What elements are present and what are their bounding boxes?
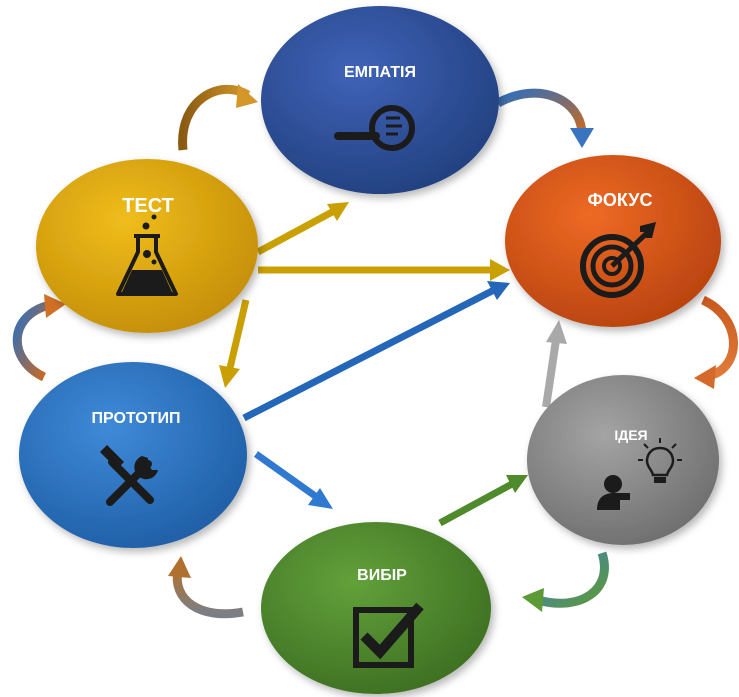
arrow-choice-to-idea: [438, 475, 528, 527]
node-idea-label: ІДЕЯ: [614, 427, 647, 443]
arrow-idea-to-focus: [542, 320, 567, 408]
arrow-test-to-prototype: [219, 299, 250, 388]
node-idea: ІДЕЯ: [527, 375, 719, 545]
curve-arrow-idea-to-choice: [522, 551, 609, 612]
checkbox-icon: [353, 602, 424, 668]
node-test: ТЕСТ: [36, 159, 258, 333]
node-empathy-label: ЕМПАТІЯ: [344, 64, 416, 81]
node-empathy: ЕМПАТІЯ: [261, 6, 499, 194]
arrow-prototype-to-focus: [242, 281, 510, 422]
node-test-label: ТЕСТ: [122, 195, 174, 217]
target-icon: [580, 222, 656, 298]
magnifier-icon: [334, 105, 415, 151]
node-choice-label: ВИБІР: [357, 567, 407, 584]
tools-icon: [99, 444, 158, 506]
node-choice: ВИБІР: [261, 522, 491, 694]
curve-arrow-test-to-empathy: [178, 84, 258, 151]
node-focus: ФОКУС: [505, 155, 721, 327]
arrow-test-to-empathy: [256, 202, 349, 256]
flask-icon: [116, 214, 178, 296]
node-prototype: ПРОТОТИП: [19, 362, 247, 548]
idea-person-icon: [597, 438, 682, 510]
node-focus-label: ФОКУС: [588, 190, 653, 210]
arrow-prototype-to-choice: [253, 451, 333, 509]
curve-arrow-focus-to-idea: [694, 295, 738, 389]
curve-arrow-choice-to-prototype: [168, 556, 244, 619]
arrow-test-to-focus: [258, 259, 510, 281]
curve-arrow-prototype-to-test: [12, 294, 66, 382]
node-prototype-label: ПРОТОТИП: [92, 410, 181, 427]
curve-arrow-empathy-to-focus: [495, 88, 594, 148]
